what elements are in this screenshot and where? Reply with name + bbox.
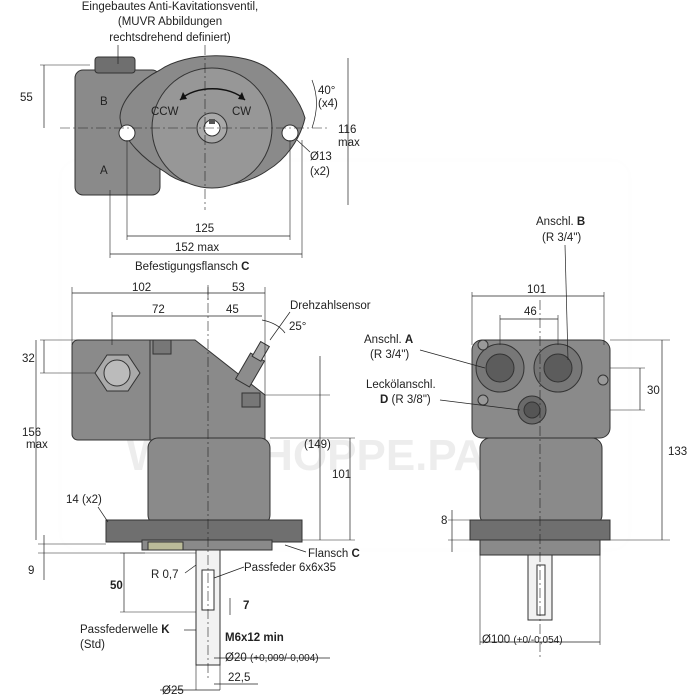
- front-view-annotations: Anschl. B (R 3/4") 101 46 Anschl. A (R 3…: [364, 216, 687, 646]
- dim-156: 156: [22, 427, 41, 439]
- front-view: [469, 300, 611, 660]
- antikavitation-line3: rechtsdrehend definiert): [109, 32, 231, 44]
- dim-72: 72: [152, 304, 165, 316]
- svg-text:D (R 3/8"): D (R 3/8"): [380, 394, 431, 406]
- leckoel-letter: D: [380, 394, 388, 406]
- side-view-motor-body: [147, 437, 271, 526]
- passfederwelle-std: (Std): [80, 639, 105, 651]
- dim-8: 8: [441, 515, 447, 527]
- top-view-mount-hole-right: [281, 124, 299, 142]
- dim-45: 45: [226, 304, 239, 316]
- dim-116-max: max: [338, 137, 360, 149]
- befestigungsflansch-label: Befestigungsflansch: [135, 261, 238, 273]
- side-view-annotations: 102 53 72 45 Drehzahlsensor 25° 32 156 m…: [22, 282, 371, 697]
- dim-46: 46: [524, 306, 537, 318]
- dim-102: 102: [132, 282, 151, 294]
- top-view-annotations: Eingebautes Anti-Kavitationsventil, (MUV…: [20, 1, 360, 273]
- side-view-flange: [105, 519, 303, 543]
- dim-55: 55: [20, 92, 33, 104]
- leckoel-size: (R 3/8"): [392, 394, 431, 406]
- front-view-motor-body: [479, 437, 603, 526]
- anschl-a-label: Anschl. A: [364, 334, 413, 346]
- dim-25: Ø25: [162, 685, 184, 697]
- dim-101-right: 101: [527, 284, 546, 296]
- side-view: [71, 285, 303, 680]
- dim-152: 152 max: [175, 242, 219, 254]
- dim-22-5: 22,5: [228, 672, 250, 684]
- dim-149: (149): [304, 439, 331, 451]
- dim-53: 53: [232, 282, 245, 294]
- befestigungsflansch-c: C: [241, 261, 249, 273]
- drehzahlsensor-label: Drehzahlsensor: [290, 300, 371, 312]
- dim-32: 32: [22, 353, 35, 365]
- dim-40-angle: 40°: [318, 85, 335, 97]
- dim-20-tol: (+0,009/-0,004): [250, 653, 319, 664]
- port-b-letter: B: [100, 96, 108, 108]
- port-a-letter: A: [100, 165, 108, 177]
- dim-125: 125: [195, 223, 214, 235]
- dim-133: 133: [668, 446, 687, 458]
- dim-116: 116: [338, 124, 356, 136]
- anschl-b-label: Anschl. B: [536, 216, 585, 228]
- antikavitation-line2: (MUVR Abbildungen: [118, 16, 222, 28]
- anschl-a-size: (R 3/4"): [370, 349, 409, 361]
- dim-r07: R 0,7: [151, 569, 179, 581]
- antikavitation-line1: Eingebautes Anti-Kavitationsventil,: [82, 1, 258, 13]
- svg-text:Befestigungsflansch C: Befestigungsflansch C: [135, 261, 249, 273]
- dim-7: 7: [243, 600, 249, 612]
- dim-m6: M6x12 min: [225, 632, 284, 644]
- dim-9: 9: [28, 565, 34, 577]
- svg-text:Ø100 (+0/-0,054): Ø100 (+0/-0,054): [482, 634, 563, 646]
- anschl-b-size: (R 3/4"): [542, 232, 581, 244]
- dim-25-deg: 25°: [289, 321, 306, 333]
- ccw-label: CCW: [151, 106, 179, 118]
- dim-100: Ø100: [482, 634, 510, 646]
- dim-13: Ø13: [310, 151, 332, 163]
- dim-100-tol: (+0/-0,054): [513, 635, 562, 646]
- side-view-sensor-boss: [149, 339, 266, 441]
- dim-20: Ø20: [225, 652, 247, 664]
- passfederwelle-k: K: [161, 624, 170, 636]
- top-view-valve-cap: [94, 56, 136, 74]
- dim-30: 30: [647, 385, 660, 397]
- flansch-label: Flansch: [308, 548, 348, 560]
- dim-14: 14 (x2): [66, 494, 102, 506]
- passfeder-label: Passfeder 6x6x35: [244, 562, 336, 574]
- dim-40-count: (x4): [318, 98, 338, 110]
- leckoel-label: Lecköl​anschl.: [366, 379, 436, 391]
- cw-label: CW: [232, 106, 251, 118]
- svg-text:Passfederwelle K: Passfederwelle K: [80, 624, 170, 636]
- dim-101-side: 101: [332, 469, 351, 481]
- svg-text:Flansch C: Flansch C: [308, 548, 360, 560]
- dim-13-count: (x2): [310, 166, 330, 178]
- flansch-c: C: [351, 548, 359, 560]
- top-view: CCW CW B A: [60, 45, 330, 210]
- svg-text:Ø20 (+0,009/-0,004): Ø20 (+0,009/-0,004): [225, 652, 319, 664]
- passfederwelle-label: Passfederwelle: [80, 624, 158, 636]
- speed-sensor: [234, 340, 271, 388]
- top-view-mount-hole-left: [118, 124, 136, 142]
- dim-50: 50: [110, 580, 123, 592]
- dim-156-max: max: [26, 439, 48, 451]
